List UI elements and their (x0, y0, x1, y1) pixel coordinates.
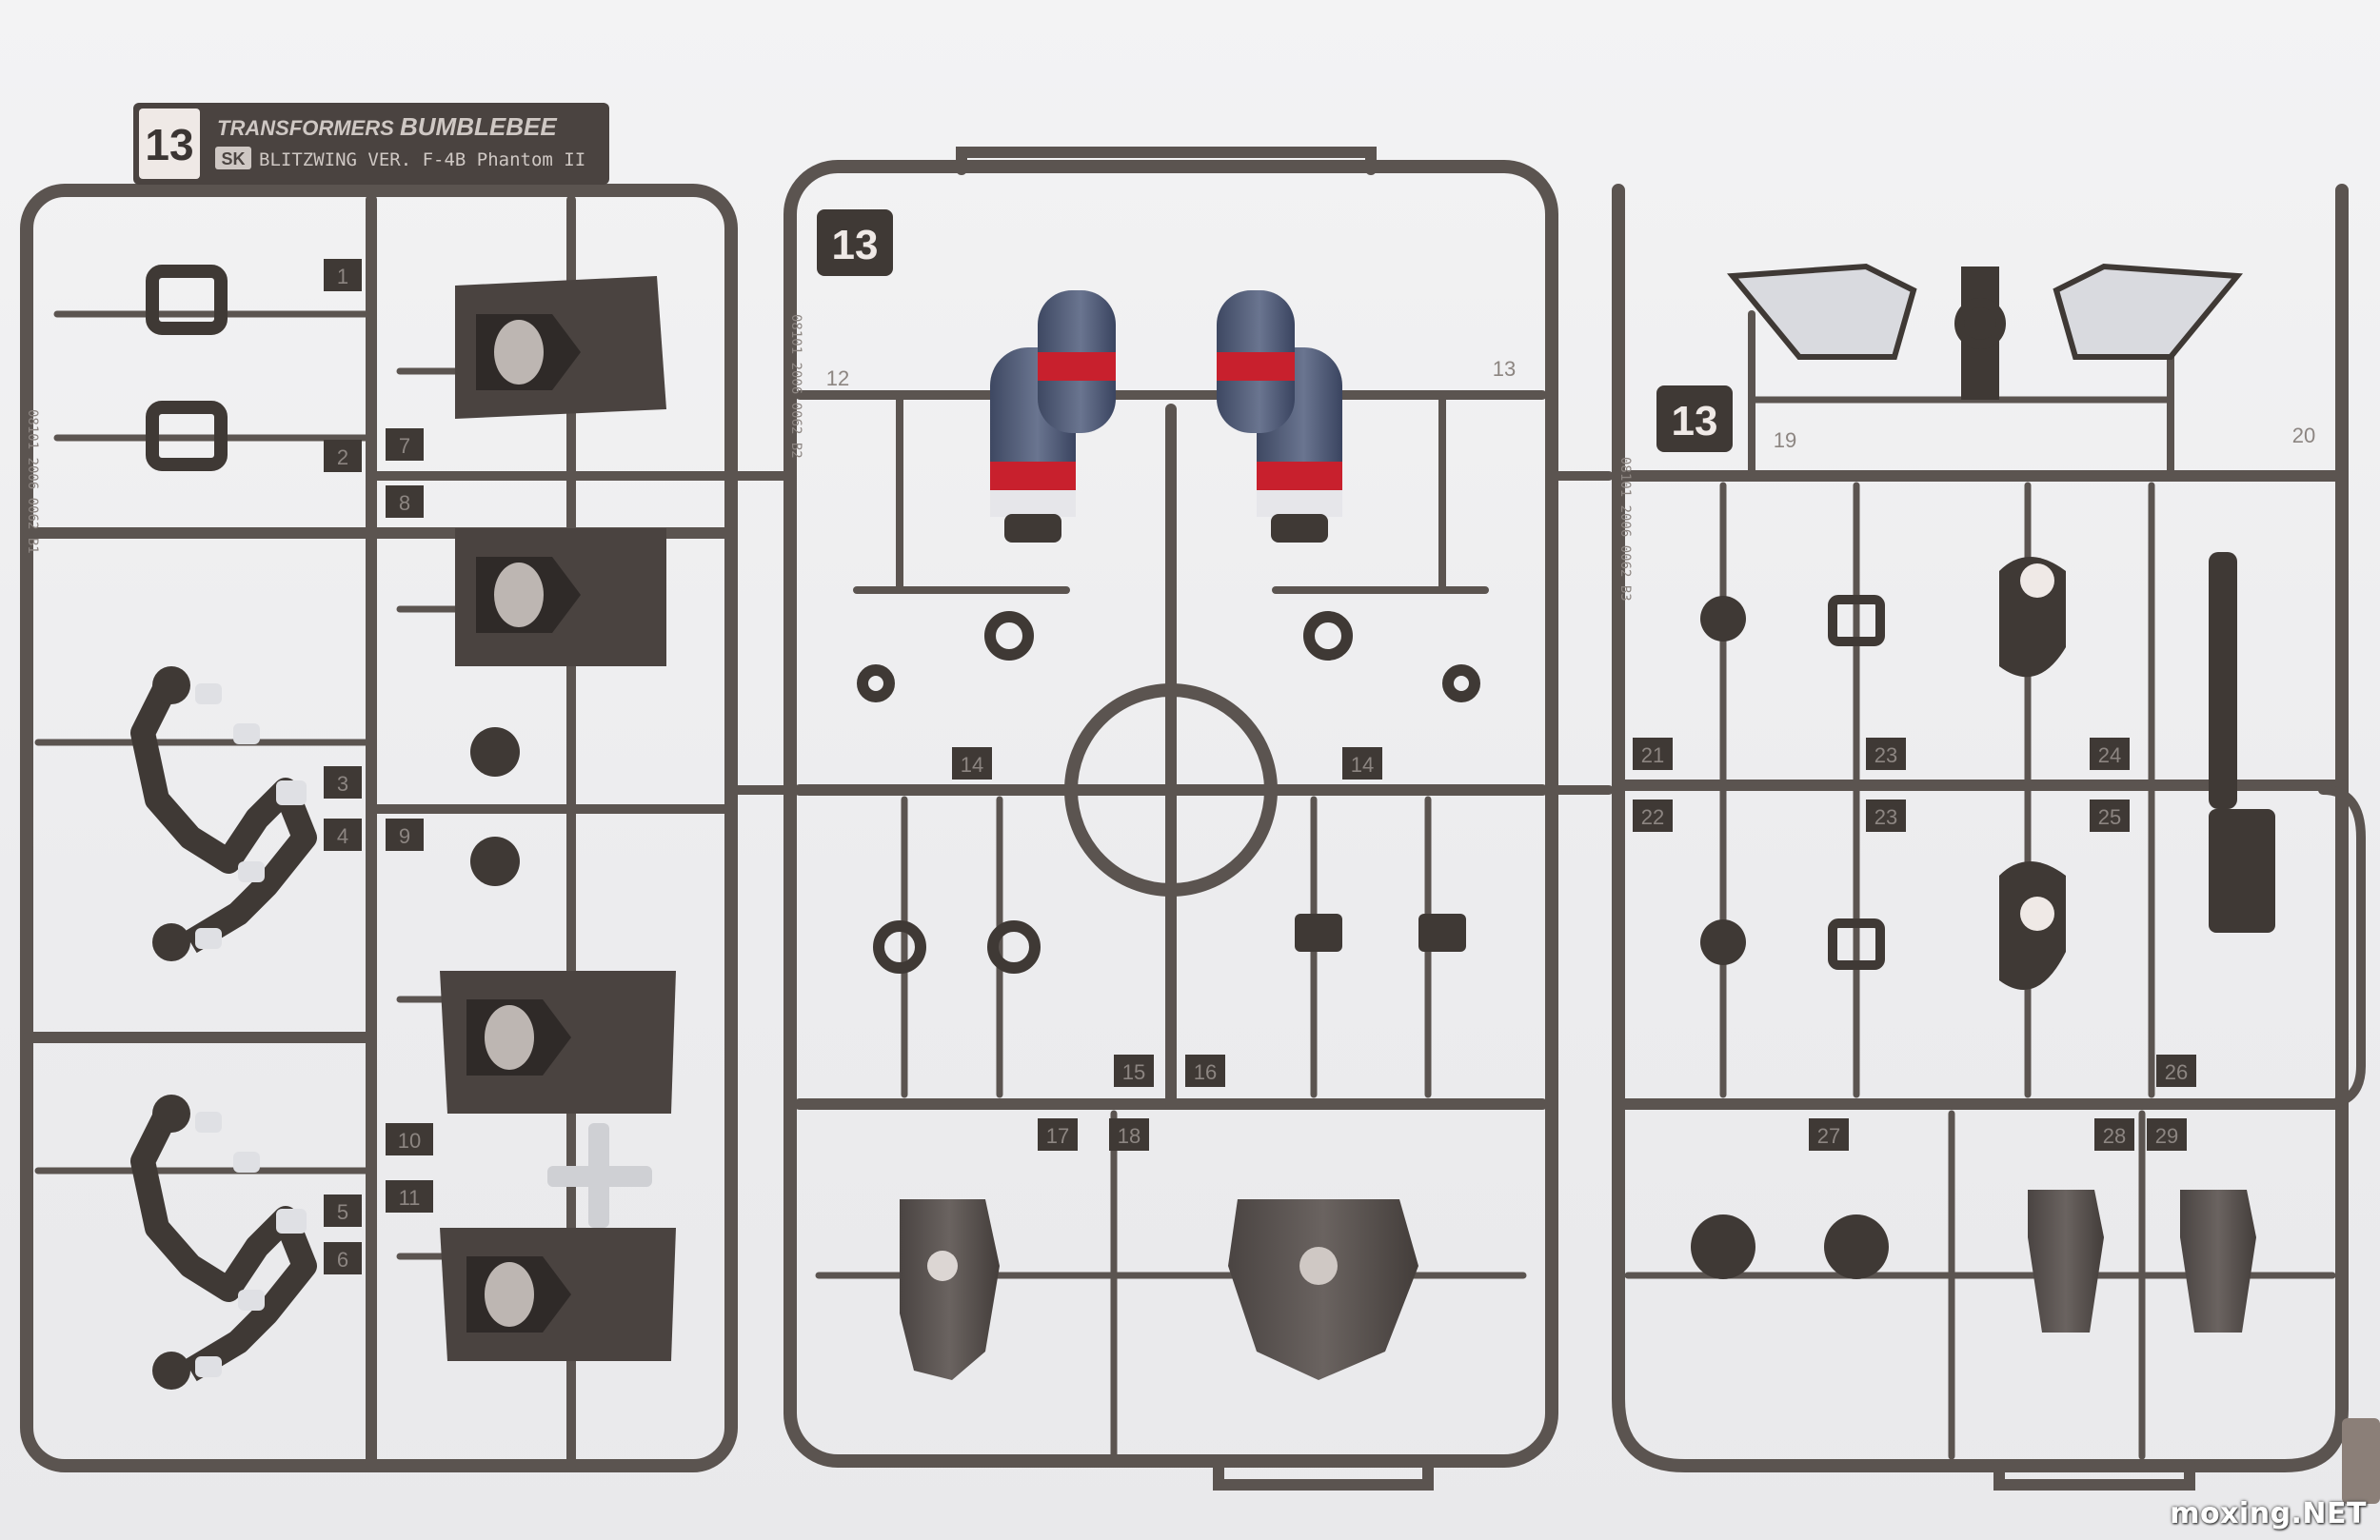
svg-text:20: 20 (2292, 424, 2315, 447)
small-ring-parts (146, 265, 228, 471)
edge-object (2342, 1418, 2380, 1504)
svg-text:22: 22 (1641, 805, 1664, 829)
armor-panels (440, 276, 676, 1361)
nozzle-housings (2028, 1190, 2256, 1333)
svg-text:28: 28 (2103, 1124, 2126, 1148)
svg-text:14: 14 (961, 753, 983, 777)
svg-text:8: 8 (399, 491, 410, 515)
middle-spine-code: 08101 2006 0062 B2 (788, 314, 803, 459)
round-joint-parts (470, 727, 652, 1228)
sprue-name-tag: 13 TRANSFORMERS BUMBLEBEE SK BLITZWING V… (133, 103, 609, 185)
blue-nozzle-parts (990, 290, 1342, 543)
svg-text:14: 14 (1351, 753, 1374, 777)
right-sprue-frame (1612, 184, 2366, 1491)
svg-text:29: 29 (2155, 1124, 2178, 1148)
svg-text:6: 6 (337, 1248, 348, 1272)
tag-model: BLITZWING VER. F-4B Phantom II (259, 149, 585, 170)
svg-text:9: 9 (399, 824, 410, 848)
middle-sprue-frame (783, 147, 1614, 1491)
svg-text:12: 12 (826, 366, 849, 390)
svg-text:7: 7 (399, 434, 410, 458)
middle-frame-badge: 13 (817, 209, 893, 276)
hand-parts-1 (130, 666, 317, 961)
tag-subbrand: BUMBLEBEE (400, 112, 557, 141)
svg-text:24: 24 (2098, 743, 2121, 767)
tag-badge: 13 (145, 120, 193, 169)
svg-text:26: 26 (2165, 1060, 2188, 1084)
svg-text:16: 16 (1194, 1060, 1217, 1084)
tag-sk: SK (221, 149, 245, 168)
middle-small-parts (857, 611, 1480, 974)
watermark: moxing.NET (2170, 1497, 2367, 1530)
svg-text:13: 13 (1672, 398, 1718, 444)
svg-text:5: 5 (337, 1200, 348, 1224)
svg-text:1: 1 (337, 265, 348, 288)
torso-parts (900, 1199, 1418, 1380)
svg-text:23: 23 (1874, 743, 1897, 767)
middle-clip-parts (1295, 914, 1466, 952)
svg-text:21: 21 (1641, 743, 1664, 767)
svg-text:13: 13 (832, 222, 879, 268)
right-joint-parts (1691, 552, 2275, 1279)
tag-brand: TRANSFORMERS (217, 116, 394, 140)
svg-text:18: 18 (1118, 1124, 1140, 1148)
svg-text:19: 19 (1774, 428, 1796, 452)
svg-text:17: 17 (1046, 1124, 1069, 1148)
svg-text:13: 13 (1493, 357, 1516, 381)
svg-text:10: 10 (398, 1129, 421, 1153)
svg-text:15: 15 (1122, 1060, 1145, 1084)
svg-text:27: 27 (1817, 1124, 1840, 1148)
svg-text:11: 11 (399, 1186, 421, 1210)
svg-text:3: 3 (337, 772, 348, 796)
right-frame-badge: 13 (1656, 385, 1733, 452)
right-spine-code: 08101 2006 0062 B3 (1617, 457, 1633, 602)
hand-parts-2 (130, 1095, 317, 1390)
right-part-number-tags: 19 20 21 22 23 23 24 25 26 27 28 29 (1633, 424, 2315, 1151)
svg-text:23: 23 (1874, 805, 1897, 829)
svg-text:2: 2 (337, 445, 348, 469)
left-part-number-tags: 1 2 3 4 5 6 7 8 9 10 11 (324, 259, 433, 1274)
svg-text:25: 25 (2098, 805, 2121, 829)
grey-wing-parts (1726, 263, 2244, 400)
middle-part-number-tags: 12 13 14 14 15 16 17 18 (826, 357, 1516, 1151)
left-spine-code: 08101 2006 0062 B1 (25, 409, 40, 554)
svg-text:4: 4 (337, 824, 348, 848)
